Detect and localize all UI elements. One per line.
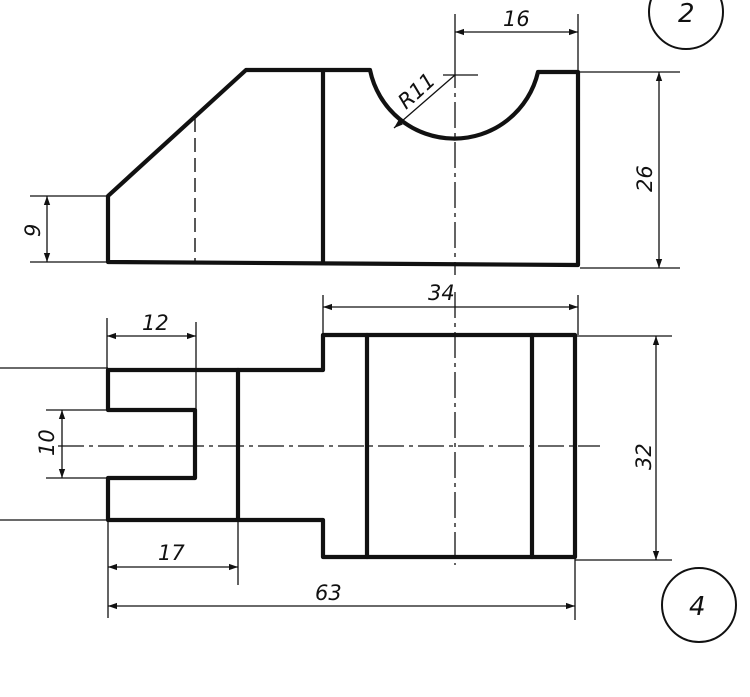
dim-12-label: 12 xyxy=(142,311,169,335)
dim-32-label: 32 xyxy=(632,443,656,470)
dim-63: 63 xyxy=(108,557,576,620)
dim-12: 12 xyxy=(106,311,197,410)
dim-16-label: 16 xyxy=(503,7,530,31)
dim-17-label: 17 xyxy=(158,541,185,565)
dim-9-label: 9 xyxy=(21,224,45,237)
dim-26-label: 26 xyxy=(633,165,657,192)
view-number-2: 2 xyxy=(648,0,724,50)
front-view-outline xyxy=(105,67,581,268)
dim-17: 17 xyxy=(107,520,239,618)
plan-view xyxy=(58,292,600,565)
dim-26: 26 xyxy=(578,71,680,269)
dim-34: 34 xyxy=(322,281,579,335)
dim-16: 16 xyxy=(454,7,579,70)
view-number-4-label: 4 xyxy=(689,592,706,622)
dim-r11-label: R11 xyxy=(393,68,440,113)
view-number-4: 4 xyxy=(661,567,737,643)
view-number-2-label: 2 xyxy=(678,0,695,29)
dim-32: 32 xyxy=(575,335,672,561)
dim-10: 10 xyxy=(0,367,108,521)
dim-9: 9 xyxy=(21,195,108,263)
dim-10-label: 10 xyxy=(35,429,59,456)
dim-63-label: 63 xyxy=(315,581,342,605)
dim-34-label: 34 xyxy=(428,281,455,305)
front-view xyxy=(105,62,581,275)
